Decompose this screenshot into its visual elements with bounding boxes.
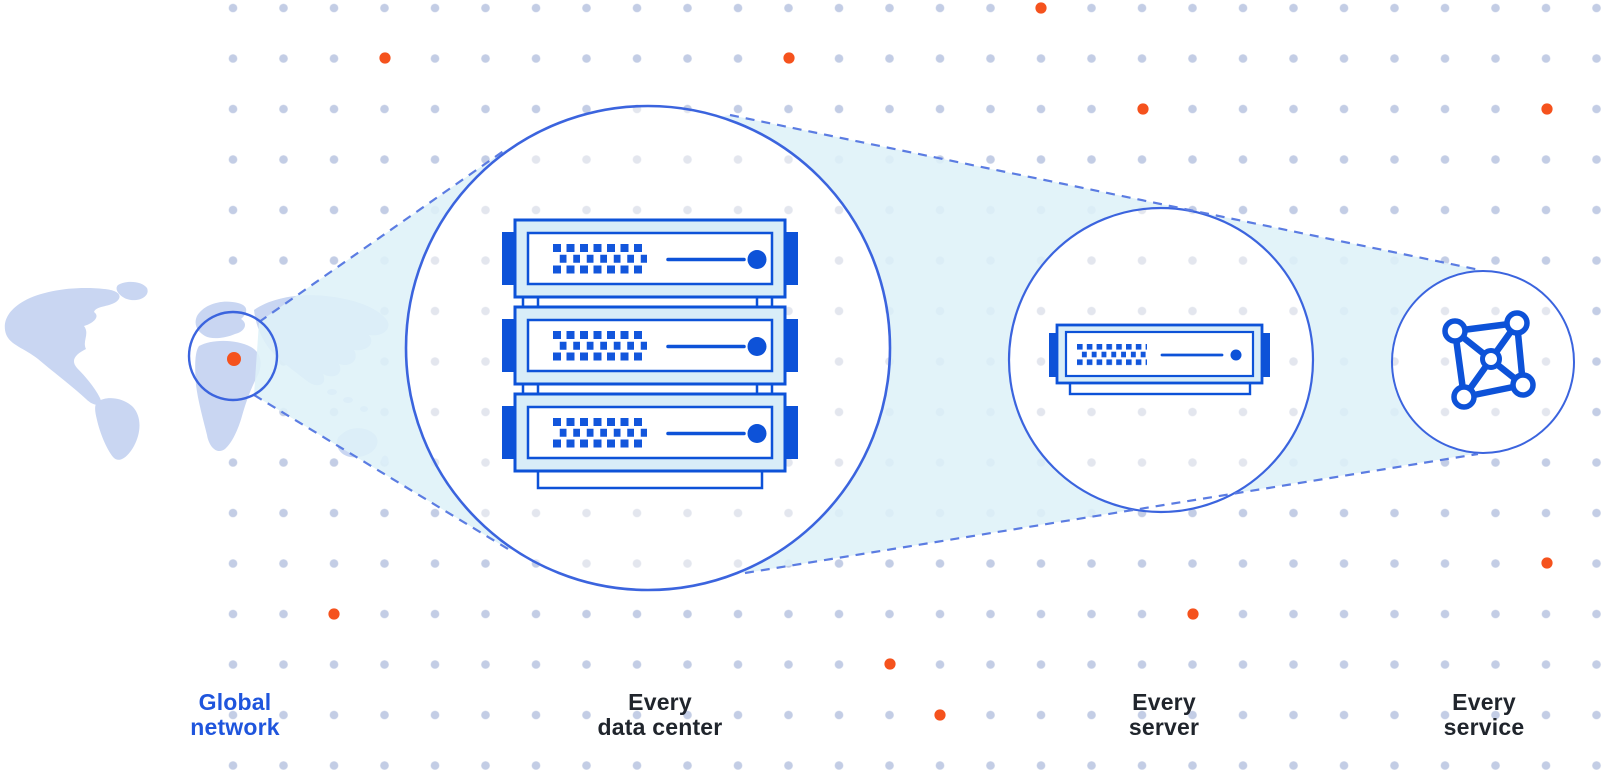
label-line: Global bbox=[198, 689, 272, 715]
dashed-connector-lines bbox=[253, 113, 1481, 575]
accent-dot bbox=[783, 52, 795, 64]
server-unit bbox=[502, 218, 798, 299]
accent-dot bbox=[328, 608, 340, 620]
label-line: data center bbox=[597, 714, 723, 740]
label-line: Every bbox=[1452, 689, 1516, 715]
accent-dot bbox=[884, 658, 896, 670]
label-line: Every bbox=[628, 689, 692, 715]
label-line: network bbox=[190, 714, 280, 740]
accent-dot bbox=[934, 709, 946, 721]
label-every-server: Every server bbox=[1044, 690, 1284, 740]
accent-dot bbox=[1541, 103, 1553, 115]
accent-dot bbox=[1137, 103, 1149, 115]
accent-dot bbox=[379, 52, 391, 64]
label-every-service: Every service bbox=[1364, 690, 1604, 740]
dashed-line bbox=[253, 394, 509, 550]
dashed-line bbox=[258, 149, 506, 323]
accent-dot bbox=[1541, 557, 1553, 569]
label-line: server bbox=[1128, 714, 1200, 740]
server-rack-icon bbox=[500, 218, 800, 490]
server-icon bbox=[1049, 323, 1270, 396]
global-network-circle bbox=[187, 310, 279, 402]
label-every-data-center: Every data center bbox=[540, 690, 780, 740]
location-marker-dot bbox=[227, 352, 241, 366]
dashed-line bbox=[744, 452, 1479, 575]
label-line: service bbox=[1443, 714, 1525, 740]
accent-dot bbox=[1187, 608, 1199, 620]
label-line: Every bbox=[1132, 689, 1196, 715]
label-global-network: Global network bbox=[115, 690, 355, 740]
accent-dots bbox=[328, 2, 1553, 721]
mesh-network-icon bbox=[1442, 310, 1536, 410]
accent-dot bbox=[1035, 2, 1047, 14]
